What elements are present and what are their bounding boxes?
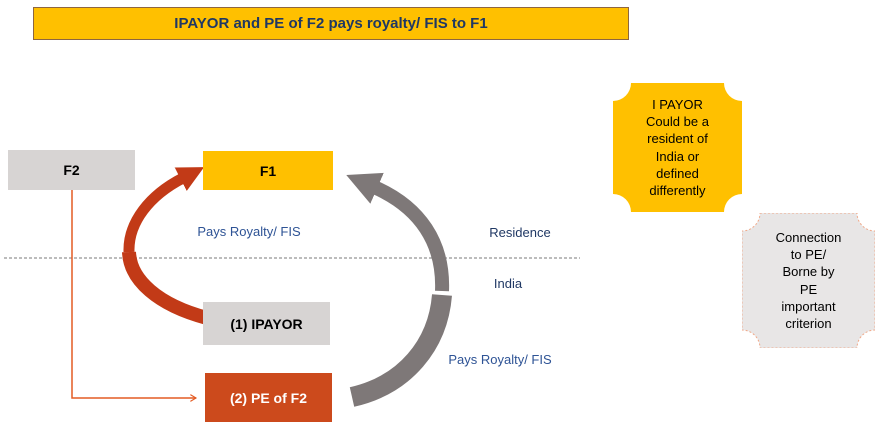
callout-ipayor-note: I PAYOR Could be a resident of India or … <box>613 83 742 212</box>
callout-pe-note: Connection to PE/ Borne by PE important … <box>742 213 875 348</box>
label-pays-royalty-bottom: Pays Royalty/ FIS <box>448 352 552 367</box>
callout-pe-note-text: Connection to PE/ Borne by PE important … <box>775 230 842 331</box>
node-pe-of-f2-label: (2) PE of F2 <box>229 389 307 406</box>
red-curved-arrow-tail <box>122 251 209 325</box>
node-ipayor: (1) IPAYOR <box>203 302 330 345</box>
label-india: India <box>493 276 523 291</box>
plaque-shape-yellow <box>613 83 742 212</box>
f2-to-pe-connector <box>71 190 198 402</box>
node-f1: F1 <box>203 151 333 190</box>
label-pays-royalty-top: Pays Royalty/ FIS <box>197 224 301 239</box>
gray-curved-arrow-tail <box>349 293 452 407</box>
page-title: IPAYOR and PE of F2 pays royalty/ FIS to… <box>174 15 488 32</box>
node-ipayor-label: (1) IPAYOR <box>230 315 303 332</box>
title-banner: IPAYOR and PE of F2 pays royalty/ FIS to… <box>33 7 629 40</box>
callout-ipayor-note-text: I PAYOR Could be a resident of India or … <box>646 97 709 198</box>
label-residence: Residence <box>489 225 551 240</box>
node-f2: F2 <box>8 150 135 190</box>
plaque-shape-gray <box>742 213 875 348</box>
node-f2-label: F2 <box>63 162 80 178</box>
node-pe-of-f2: (2) PE of F2 <box>205 373 332 422</box>
red-curved-arrow <box>123 167 205 253</box>
gray-curved-arrow <box>346 172 450 292</box>
node-f1-label: F1 <box>259 162 277 179</box>
